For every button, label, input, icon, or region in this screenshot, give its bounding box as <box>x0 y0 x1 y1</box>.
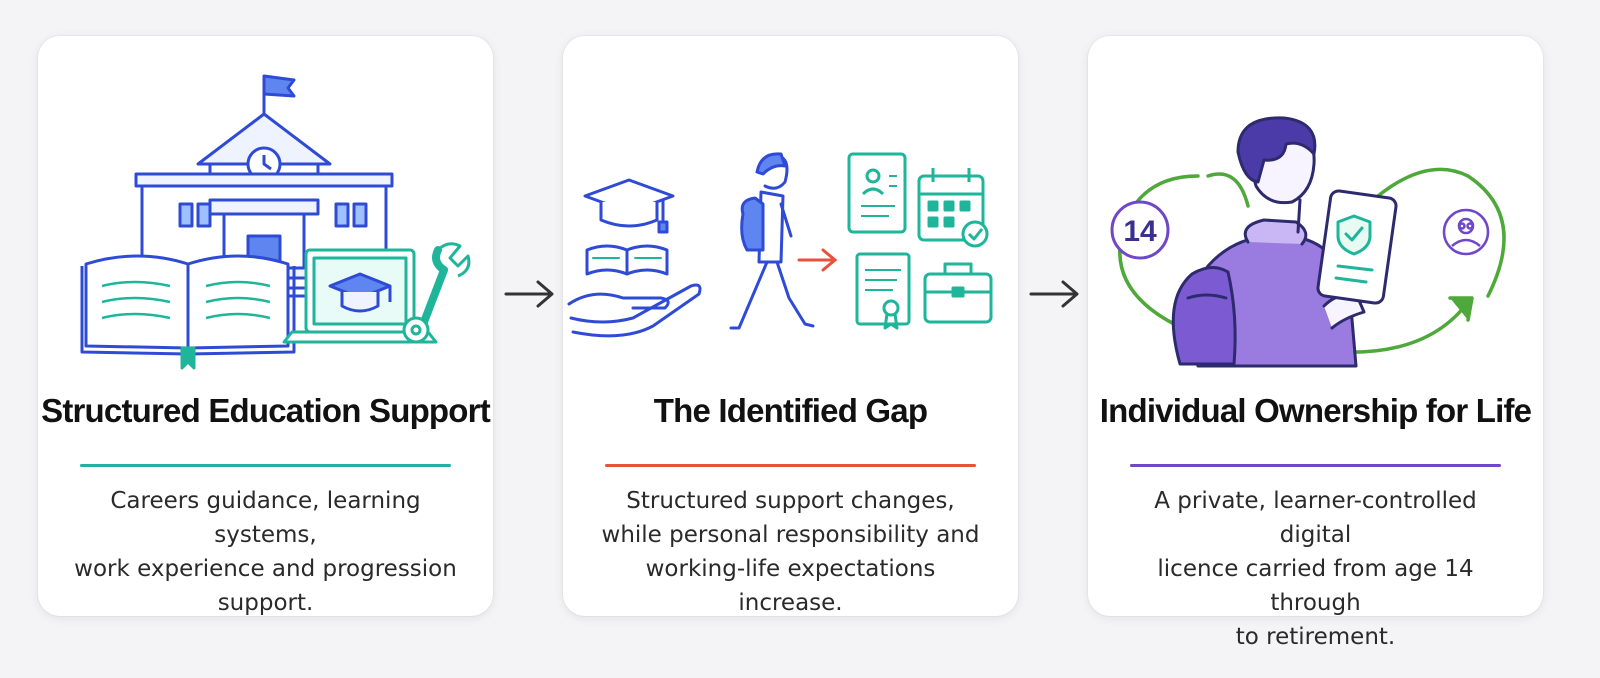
title-divider <box>1130 464 1501 467</box>
calendar-icon <box>917 168 989 248</box>
card-description: Structured support changes, while person… <box>593 484 988 620</box>
description-line: licence carried from age 14 through <box>1157 556 1474 616</box>
card-title: The Identified Gap <box>653 392 928 429</box>
digital-licence-shield-icon <box>1316 189 1398 305</box>
laptop-graduation-icon <box>282 248 438 344</box>
flow-arrow-icon <box>504 280 554 308</box>
description-line: A private, learner-controlled digital <box>1154 488 1477 548</box>
gap-illustration <box>567 152 993 338</box>
briefcase-icon <box>923 262 993 324</box>
title-divider <box>605 464 976 467</box>
card-description: Careers guidance, learning systems, work… <box>68 484 463 620</box>
flow-arrow-icon <box>1029 280 1079 308</box>
description-line: working-life expectations increase. <box>645 556 936 616</box>
education-illustration <box>80 74 471 370</box>
card-title: Individual Ownership for Life <box>1099 392 1532 429</box>
age-14-badge: 14 <box>1110 200 1170 260</box>
card-structured-education-support: Structured Education Support Careers gui… <box>38 36 493 616</box>
right-arrow-icon <box>797 248 838 272</box>
open-book-icon <box>80 254 296 370</box>
card-title: Structured Education Support <box>41 392 491 429</box>
elderly-person-icon <box>1442 208 1490 256</box>
description-line: work experience and progression <box>74 556 457 582</box>
card-individual-ownership: 14 Individual Ownership for Life <box>1088 36 1543 650</box>
card-description: A private, learner-controlled digital li… <box>1118 484 1513 654</box>
description-line: while personal responsibility and <box>601 522 980 548</box>
age-badge-label: 14 <box>1123 215 1157 248</box>
wrench-icon <box>402 242 471 344</box>
title-divider <box>80 464 451 467</box>
description-line: to retirement. <box>1235 624 1396 650</box>
ownership-illustration: 14 <box>1110 116 1506 368</box>
description-line: support. <box>217 590 314 616</box>
description-line: Structured support changes, <box>626 488 955 514</box>
certificate-icon <box>855 252 911 330</box>
card-identified-gap: The Identified Gap Structured support ch… <box>563 36 1018 616</box>
description-line: Careers guidance, learning systems, <box>110 488 421 548</box>
id-document-icon <box>847 152 907 234</box>
walking-student-icon <box>729 152 815 330</box>
graduation-hand-icon <box>567 178 702 338</box>
